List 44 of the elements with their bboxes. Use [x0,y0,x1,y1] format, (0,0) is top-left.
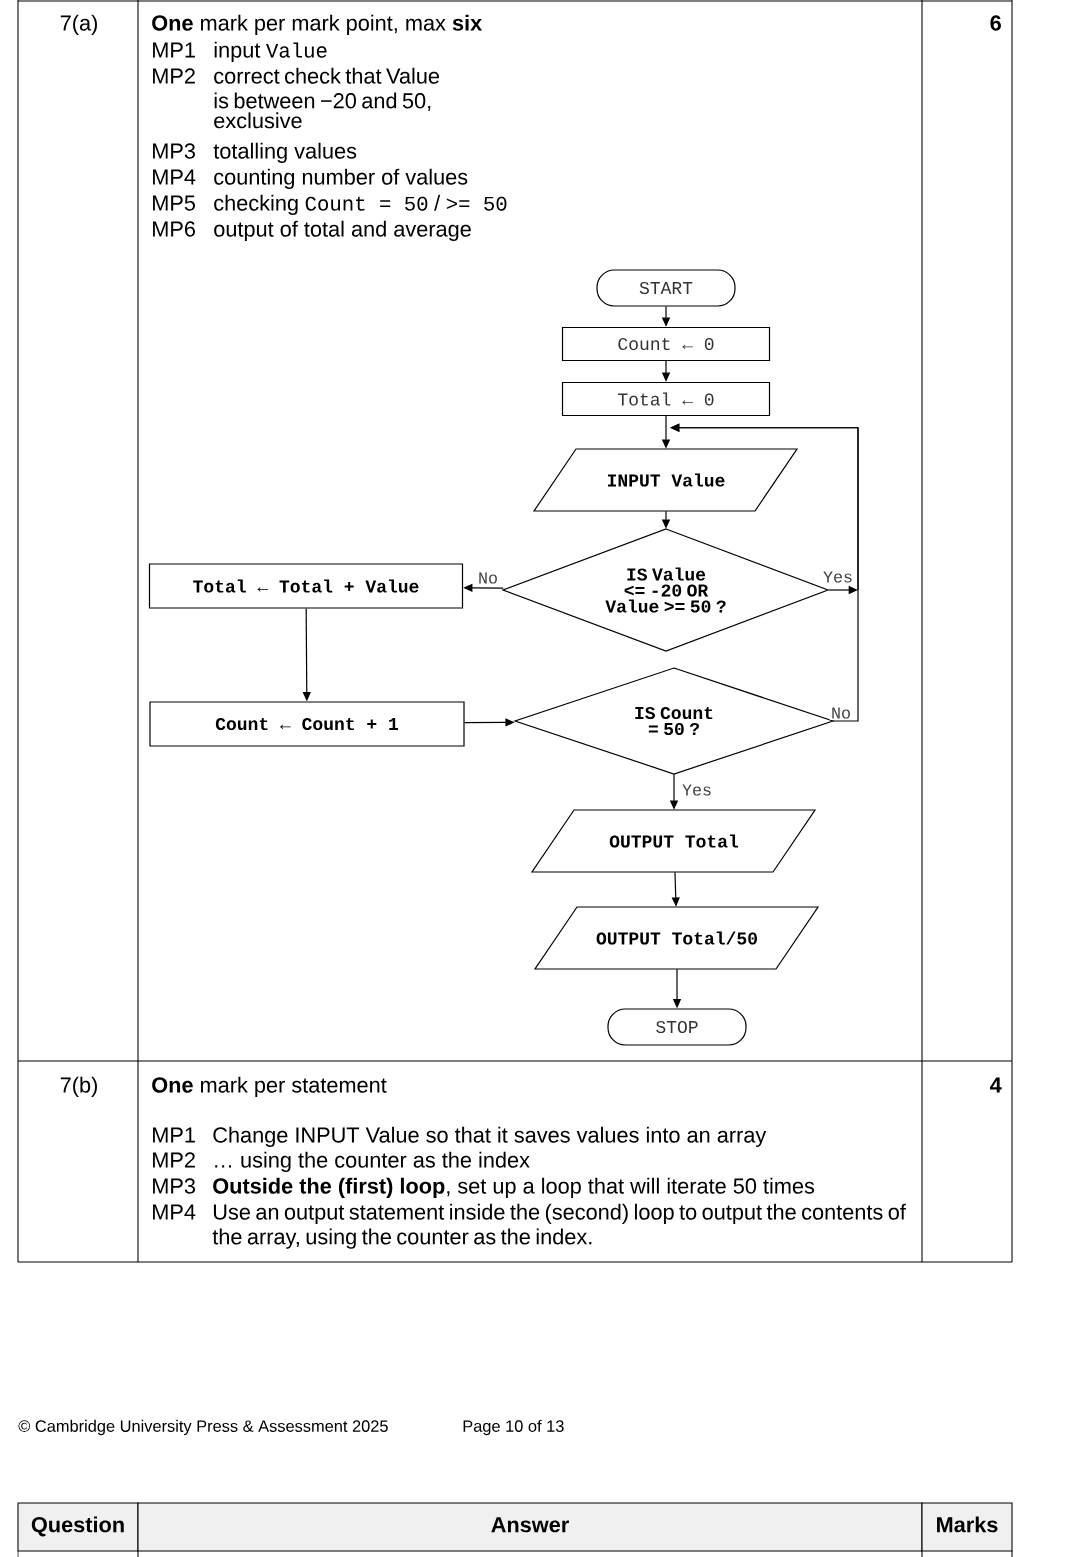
marks-value: 4 [990,1077,1002,1093]
mark-point-text: Change INPUT Value so that it saves values into an array [213,1126,767,1147]
mark-point-text: checking [214,194,298,215]
mark-point-number: MP2 [153,68,195,84]
mark-point-text: Outside the (first) loop, set up a loop that will iterate 50 times [213,1177,815,1198]
instruction-text: One mark per mark point, max six [152,14,483,35]
footer-text: © Cambridge University Press & Assessment 2025 [18,1419,388,1436]
mark-point-number: MP5 [153,195,196,211]
process-box: Total ← Total + Value [148,563,464,609]
instruction-text: One mark per statement [152,1076,387,1097]
code-text: >= 50 [446,196,507,211]
process-box: Total ← 0 [561,381,771,417]
process-box: Count ← Count + 1 [149,701,465,747]
table-header-cell: Question [17,1502,139,1552]
mark-point-number: MP2 [153,1152,195,1168]
mark-point-text: … using the counter as the index [215,1151,530,1172]
code-text: Value [266,42,327,58]
edge-label: No [829,706,853,720]
mark-point-text: / [434,194,441,211]
marks-value: 6 [990,15,1001,31]
mark-point-text: correct check that Value is between −20 and 50, exclusive [214,67,440,129]
mark-point-text: output of total and average [214,220,471,241]
mark-point-number: MP3 [153,143,195,159]
table-header-cell: Marks [921,1502,1013,1552]
code-text: Count = 50 [305,196,428,211]
question-number: 7(a) [60,14,97,35]
mark-point-number: MP1 [153,1127,195,1143]
edge-label: Yes [680,783,714,797]
terminator-box: START [596,269,736,307]
edge-label: No [476,571,500,585]
mark-point-number: MP1 [153,42,195,58]
mark-point-text: totalling values [213,142,357,163]
mark-point-text: input [214,41,261,62]
mark-point-text: counting number of values [214,168,468,189]
terminator-box: STOP [607,1008,747,1046]
arrow [670,423,859,722]
process-box: Count ← 0 [561,326,771,362]
mark-point-number: MP3 [153,1178,195,1194]
mark-point-number: MP6 [153,221,195,237]
mark-point-text: Use an output statement inside the (second) loop to output the contents of the array, using the counter as the index. [212,1203,906,1249]
mark-point-number: MP4 [153,169,196,185]
question-number: 7(b) [60,1076,97,1097]
mark-point-number: MP4 [153,1204,196,1220]
page-number: Page 10 of 13 [463,1419,564,1436]
